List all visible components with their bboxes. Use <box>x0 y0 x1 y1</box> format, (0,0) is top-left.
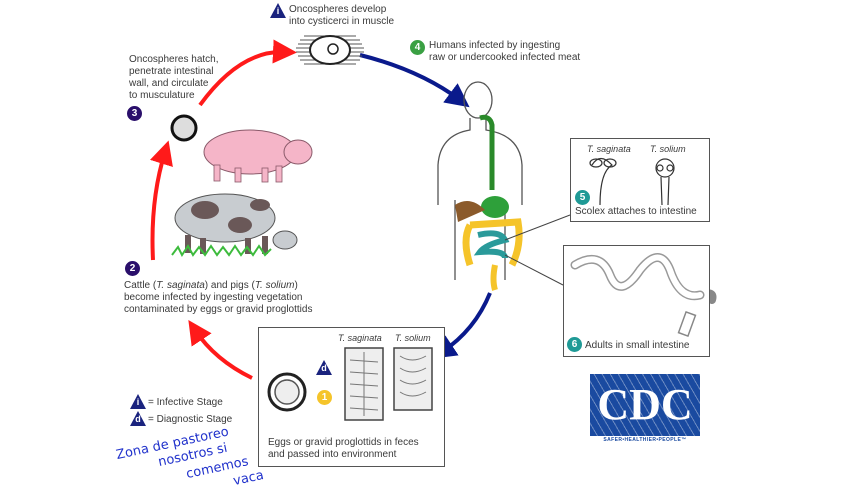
proglottid-solium-label: T. solium <box>395 333 431 343</box>
scolex-saginata-label: T. saginata <box>587 144 631 154</box>
diagnostic-stage-icon: d <box>316 360 332 375</box>
infective-stage-icon: i <box>270 3 286 18</box>
digestive-tract-image <box>455 114 523 291</box>
stage-1-badge: 1 <box>317 390 332 405</box>
arrow-human-to-feces <box>432 292 492 359</box>
proglottid-saginata-label: T. saginata <box>338 333 382 343</box>
legend-diagnostic-icon: d <box>130 411 146 426</box>
stage-6-badge: 6 <box>567 337 582 352</box>
legend-infective-icon: i <box>130 394 146 409</box>
legend-diagnostic-label: = Diagnostic Stage <box>148 414 233 425</box>
stage-3-badge: 3 <box>127 106 142 121</box>
cysticercus-muscle-image <box>296 35 364 65</box>
arrow-1-to-2 <box>188 320 253 380</box>
stage-4-badge: 4 <box>410 40 425 55</box>
scolex-solium-label: T. solium <box>650 144 686 154</box>
arrow-muscle-to-human <box>359 53 470 108</box>
cdc-logo: CDC SAFER•HEALTHIER•PEOPLE™ <box>590 374 700 444</box>
stage-5-badge: 5 <box>575 190 590 205</box>
stage-6-label: Adults in small intestine <box>585 340 690 351</box>
arrow-2-to-3 <box>149 140 173 261</box>
oncosphere-image <box>170 114 198 142</box>
stage-cysticerci-label: Oncospheres develop into cysticerci in m… <box>289 4 395 27</box>
stage-2-label: Cattle (T. saginata) and pigs (T. solium… <box>124 280 313 315</box>
cdc-logo-text: CDC <box>597 380 693 429</box>
connector-6 <box>504 254 564 286</box>
connector-5 <box>504 214 571 241</box>
stage-2-badge: 2 <box>125 261 140 276</box>
cow-image <box>171 193 298 257</box>
pig-image <box>203 129 313 183</box>
stage-4-label: Humans infected by ingesting raw or unde… <box>429 40 581 63</box>
stage-3-label: Oncospheres hatch, penetrate intestinal … <box>129 54 219 101</box>
stage-5-label: Scolex attaches to intestine <box>575 206 697 217</box>
cdc-tagline: SAFER•HEALTHIER•PEOPLE™ <box>603 437 687 443</box>
legend-infective-label: = Infective Stage <box>148 397 223 408</box>
stage-1-label: Eggs or gravid proglottids in feces and … <box>268 437 419 460</box>
arrow-3-to-muscle <box>198 39 297 107</box>
